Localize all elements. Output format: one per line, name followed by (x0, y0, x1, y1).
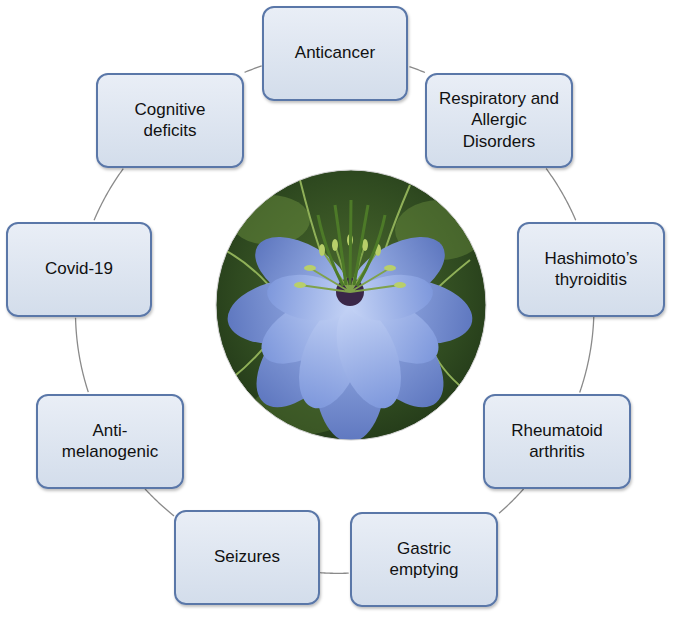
anther (294, 282, 306, 288)
connector-line (499, 489, 524, 513)
topic-label: Covid-19 (45, 258, 113, 279)
connector-line (409, 67, 425, 73)
anther (384, 265, 396, 271)
topic-label: Rheumatoid arthritis (495, 420, 619, 463)
topic-box: Seizures (174, 510, 320, 605)
topic-box: Gastric emptying (350, 512, 498, 607)
topic-box: Hashimoto’s thyroiditis (517, 222, 665, 317)
topic-box: Cognitive deficits (96, 73, 244, 168)
style-lines (318, 200, 385, 286)
blur-patch (230, 195, 310, 245)
photo-content (216, 170, 486, 442)
anther (319, 244, 325, 256)
topic-box: Rheumatoid arthritis (483, 394, 631, 489)
connector-line (580, 317, 594, 393)
topic-label: Hashimoto’s thyroiditis (529, 248, 653, 291)
topic-box: Respiratory and Allergic Disorders (425, 73, 573, 168)
topic-label: Anti- melanogenic (48, 420, 172, 463)
topic-label: Anticancer (295, 42, 375, 63)
topic-label: Respiratory and Allergic Disorders (437, 88, 561, 152)
anther (304, 265, 316, 271)
topic-box: Anti- melanogenic (36, 394, 184, 489)
topic-label: Gastric emptying (362, 538, 486, 581)
anther (332, 239, 338, 251)
connector-line (94, 169, 123, 221)
connector-line (145, 489, 174, 516)
connector-line (546, 169, 576, 221)
topic-label: Cognitive deficits (108, 99, 232, 142)
topic-label: Seizures (214, 546, 280, 567)
connector-line (320, 572, 349, 574)
anther (394, 282, 406, 288)
connector-line (245, 66, 262, 72)
connector-line (76, 318, 89, 392)
topic-box: Anticancer (262, 6, 408, 101)
photo-rim (216, 170, 486, 440)
topic-box: Covid-19 (6, 222, 152, 317)
